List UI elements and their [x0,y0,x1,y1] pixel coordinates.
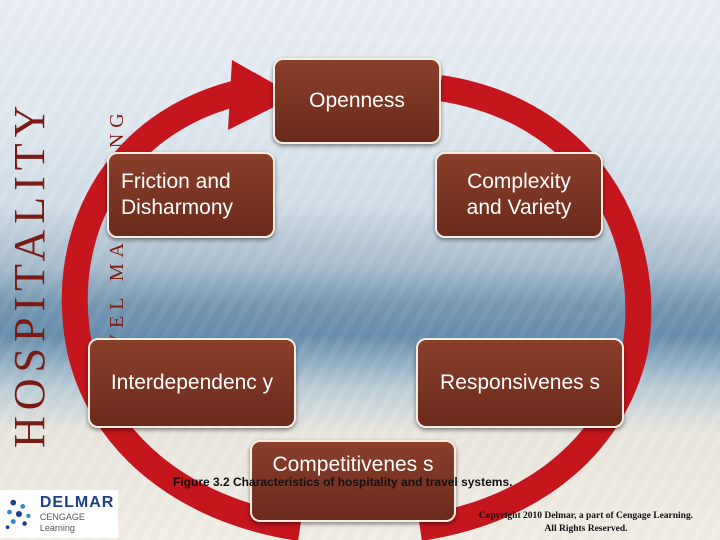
node-label: Competitivenes s [272,453,434,476]
delmar-dots-icon [5,499,31,530]
node-complexity-and-variety: Complexity and Variety [435,152,603,238]
logo-brand: DELMAR [39,494,115,511]
node-label: Interdependenc y [110,371,274,394]
node-label: Friction and Disharmony [121,170,234,219]
delmar-logo: DELMAR CENGAGE Learning [0,490,118,538]
logo-sub: CENGAGE Learning [39,512,85,533]
copyright-notice: Copyright 2010 Delmar, a part of Cengage… [452,510,720,536]
node-openness: Openness [273,58,441,144]
figure-caption: Figure 3.2 Characteristics of hospitalit… [173,475,513,489]
node-label: Complexity and Variety [466,170,572,219]
node-label: Openness [309,89,405,112]
node-label: Responsivenes s [440,371,600,394]
copyright-line-2: All Rights Reserved. [544,524,628,534]
node-competitiveness: Competitivenes s [250,440,456,522]
node-friction-and-disharmony: Friction and Disharmony [107,152,275,238]
copyright-line-1: Copyright 2010 Delmar, a part of Cengage… [478,511,694,521]
node-interdependency: Interdependenc y [88,338,296,428]
node-responsiveness: Responsivenes s [416,338,624,428]
